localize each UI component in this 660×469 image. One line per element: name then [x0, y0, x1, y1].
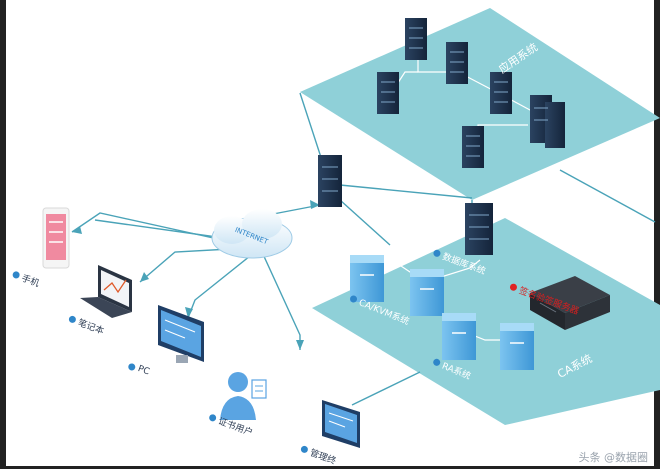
ca-system-plane	[312, 218, 660, 425]
cloud-icon	[211, 209, 293, 259]
bullet-icon	[208, 413, 218, 423]
arrowheads	[72, 200, 320, 350]
bullet-icon	[432, 248, 442, 258]
app-system-plane	[300, 8, 660, 200]
server-rack-icon	[405, 18, 427, 60]
server-rack-icon	[530, 95, 565, 148]
bullet-icon	[67, 314, 77, 324]
laptop-icon	[80, 265, 132, 318]
bullet-icon	[127, 361, 137, 371]
right-frame-border	[654, 0, 660, 469]
bullet-icon	[299, 444, 309, 454]
user-icon	[220, 372, 267, 420]
server-rack-icon	[462, 126, 484, 168]
server-rack-icon	[446, 42, 468, 84]
watermark: 头条 @数据圈	[578, 451, 649, 464]
bullet-icon	[509, 282, 518, 292]
ca-kvm-server-icon	[350, 255, 444, 316]
pc-icon	[158, 305, 204, 363]
left-frame-border	[0, 0, 6, 469]
server-rack-icon	[377, 72, 399, 114]
database-server-icon	[465, 203, 493, 255]
mobile-icon	[42, 207, 70, 269]
hsm-box-icon	[530, 276, 610, 330]
bullet-icon	[348, 294, 359, 304]
bottom-frame-border	[0, 466, 660, 469]
ra-server-icon	[442, 313, 534, 370]
bullet-icon	[11, 270, 21, 280]
monitor-icon	[322, 400, 360, 448]
bullet-icon	[432, 357, 442, 367]
gateway-server-icon	[318, 155, 342, 207]
server-rack-icon	[490, 72, 512, 114]
